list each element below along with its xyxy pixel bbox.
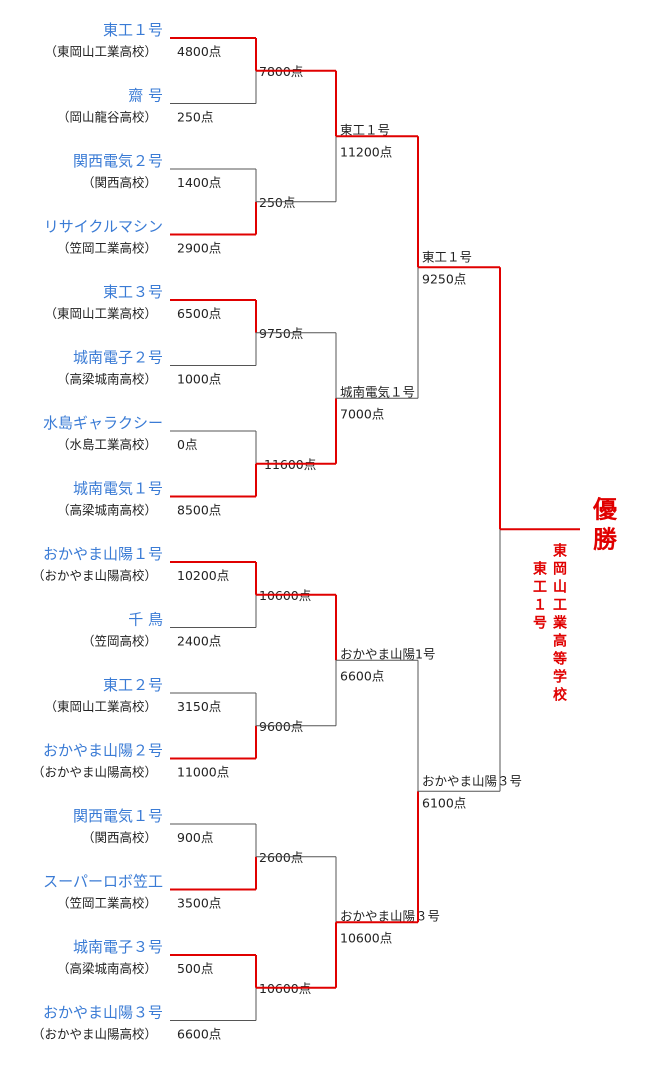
round4-team: 東工１号 (422, 249, 472, 264)
team-school: （高梁城南高校） (57, 961, 157, 976)
round3-score: 10600点 (340, 930, 392, 945)
team-score: 0点 (177, 437, 197, 452)
team-score: 2400点 (177, 634, 221, 649)
round3-score: 11200点 (340, 144, 392, 159)
round3-team: 城南電気１号 (340, 384, 415, 399)
team-school: （東岡山工業高校） (44, 306, 157, 321)
team-score: 2900点 (177, 241, 221, 256)
team-name: 水島ギャラクシー (43, 414, 163, 432)
team-score: 1400点 (177, 175, 221, 190)
team-school: （おかやま山陽高校） (32, 1027, 157, 1042)
team-name: 関西電気２号 (73, 152, 163, 170)
team-school: （水島工業高校） (57, 437, 157, 452)
team-score: 1000点 (177, 372, 221, 387)
team-score: 6600点 (177, 1027, 221, 1042)
team-name: スーパーロボ笠工 (43, 873, 163, 891)
team-score: 900点 (177, 830, 213, 845)
champion-title: 優 (592, 495, 618, 523)
team-school: （関西高校） (82, 830, 157, 845)
team-name: 東工２号 (103, 676, 163, 694)
team-school: （関西高校） (82, 175, 157, 190)
round4-score: 6100点 (422, 795, 466, 810)
round3-score: 6600点 (340, 668, 384, 683)
team-school: （おかやま山陽高校） (32, 568, 157, 583)
team-score: 8500点 (177, 503, 221, 518)
team-school: （笠岡工業高校） (57, 896, 157, 911)
team-school: （東岡山工業高校） (44, 44, 157, 59)
team-score: 11000点 (177, 765, 229, 780)
team-school: （高梁城南高校） (57, 372, 157, 387)
team-name: 齋 号 (128, 87, 163, 105)
round4-score: 9250点 (422, 271, 466, 286)
champion-team: 東工１号 (533, 560, 547, 631)
champion-school: 東岡山工業高等学校 (552, 542, 568, 703)
team-score: 3500点 (177, 896, 221, 911)
team-school: （高梁城南高校） (57, 503, 157, 518)
team-score: 6500点 (177, 306, 221, 321)
round3-team: 東工１号 (340, 122, 390, 137)
team-name: 東工１号 (103, 21, 163, 39)
team-school: （おかやま山陽高校） (32, 765, 157, 780)
team-name: 千 鳥 (128, 611, 163, 629)
team-name: 城南電気１号 (73, 480, 163, 498)
team-score: 4800点 (177, 44, 221, 59)
team-name: おかやま山陽１号 (43, 545, 163, 563)
champion-title: 勝 (593, 525, 618, 553)
team-name: 城南電子２号 (73, 349, 163, 367)
team-score: 3150点 (177, 699, 221, 714)
team-name: 城南電子３号 (73, 938, 163, 956)
round3-team: おかやま山陽1号 (340, 646, 435, 661)
round3-team: おかやま山陽３号 (340, 908, 440, 923)
team-score: 500点 (177, 961, 213, 976)
team-school: （笠岡高校） (82, 634, 157, 649)
team-name: 関西電気１号 (73, 807, 163, 825)
team-name: おかやま山陽２号 (43, 742, 163, 760)
team-score: 250点 (177, 110, 213, 125)
team-score: 10200点 (177, 568, 229, 583)
team-name: おかやま山陽３号 (43, 1004, 163, 1022)
team-name: リサイクルマシン (44, 218, 163, 236)
team-school: （笠岡工業高校） (57, 241, 157, 256)
team-school: （東岡山工業高校） (44, 699, 157, 714)
team-name: 東工３号 (103, 283, 163, 301)
round4-team: おかやま山陽３号 (422, 773, 522, 788)
team-school: （岡山龍谷高校） (57, 110, 157, 125)
round3-score: 7000点 (340, 406, 384, 421)
